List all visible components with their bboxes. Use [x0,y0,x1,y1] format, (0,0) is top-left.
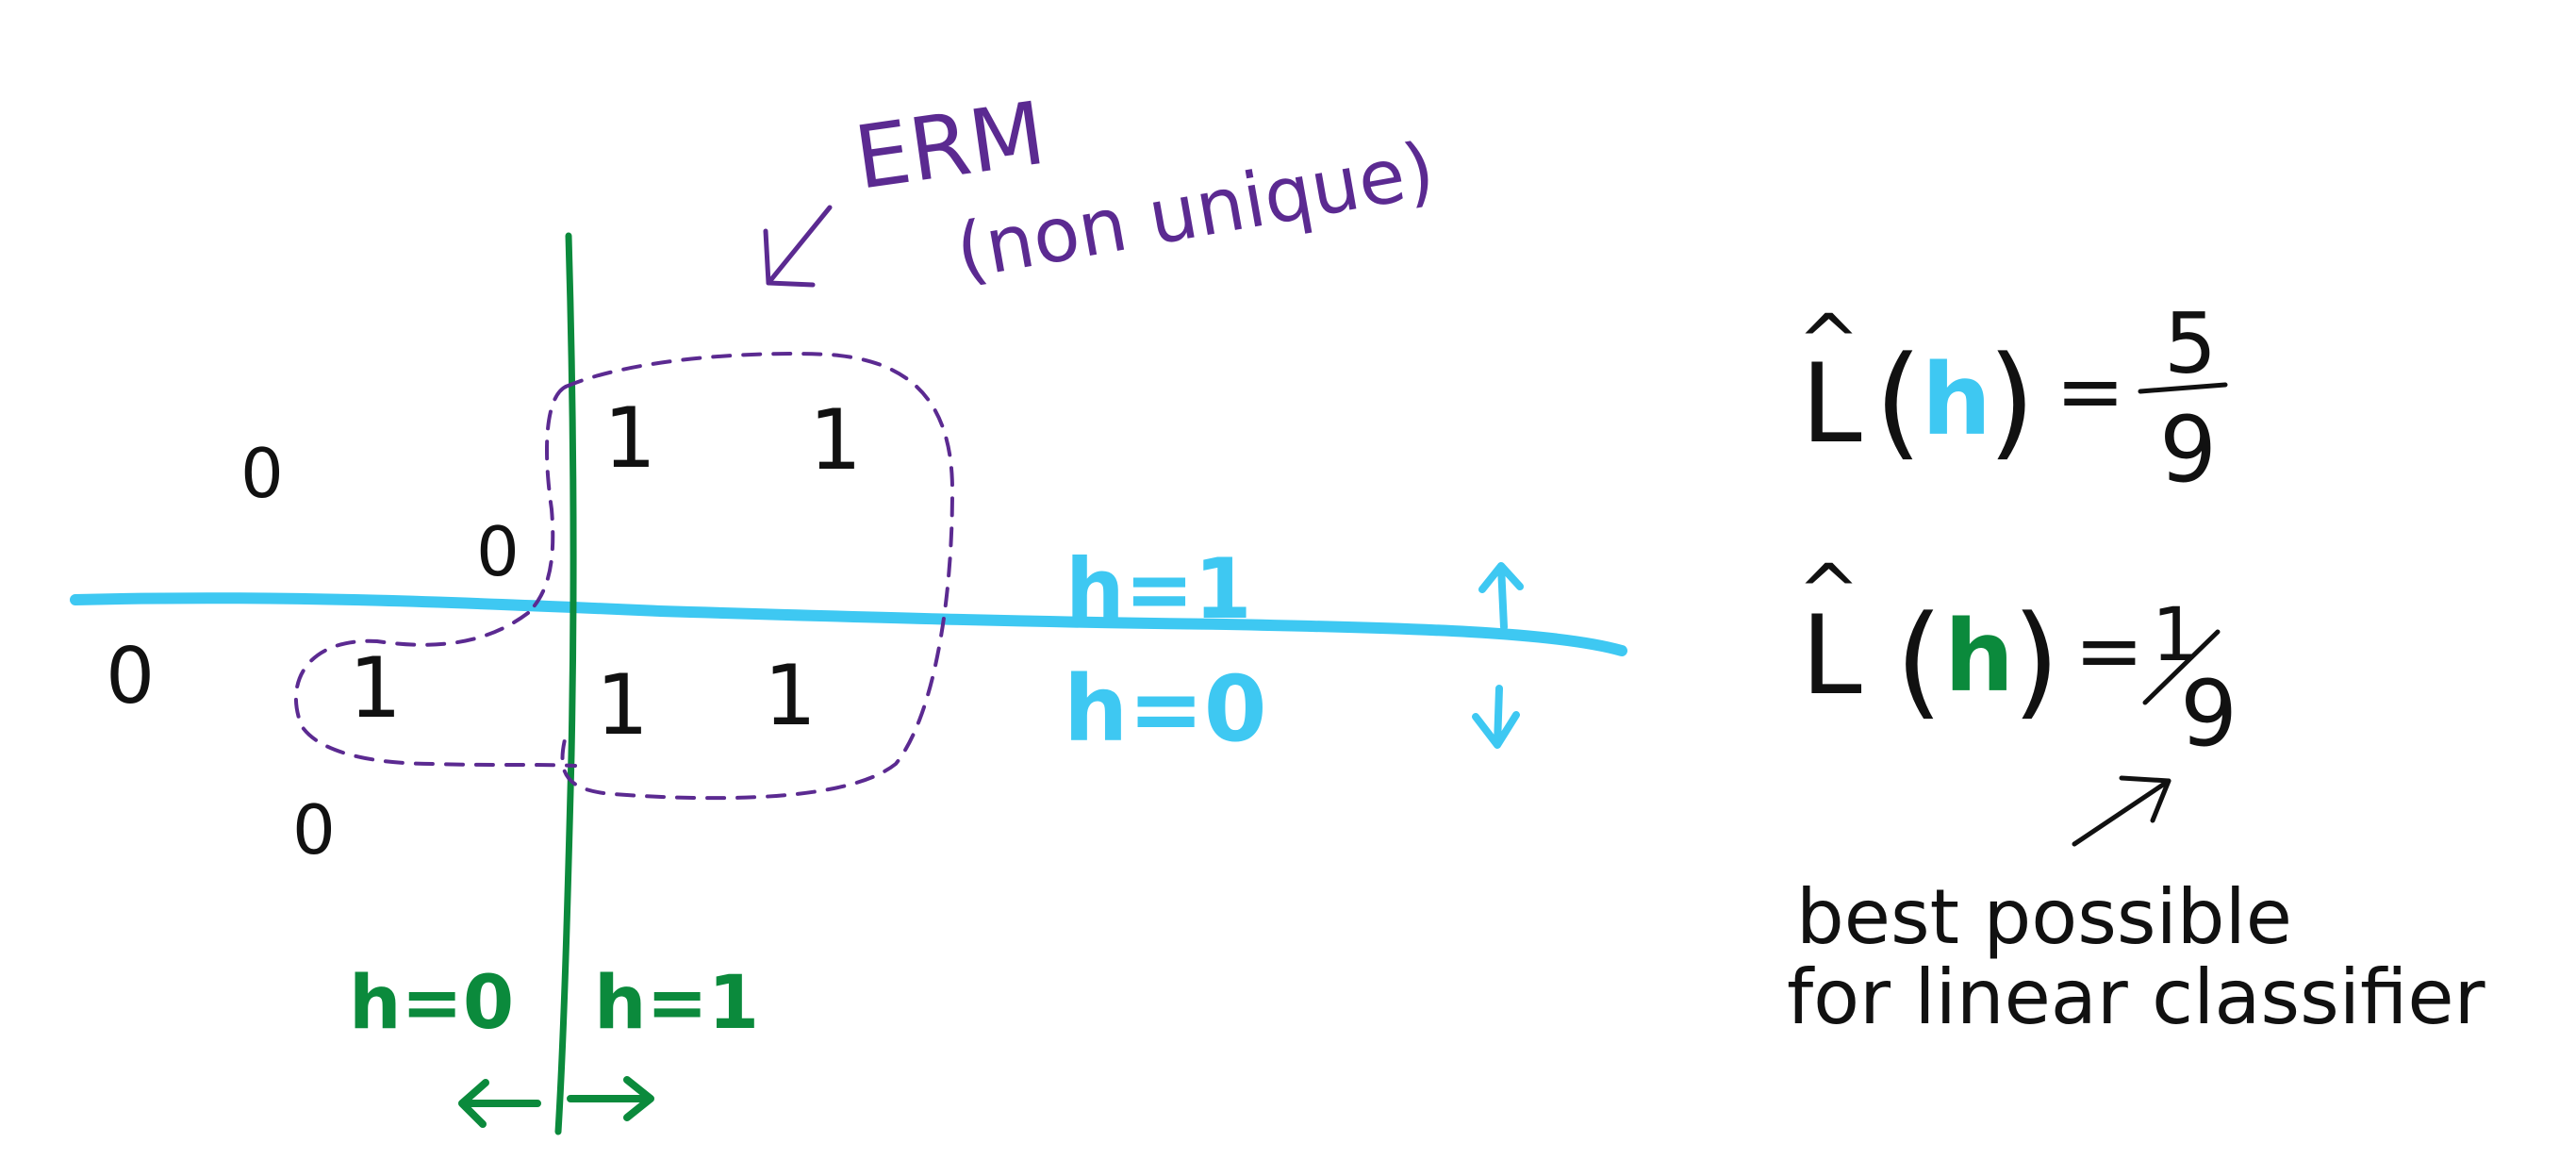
loss-symbol: L [1801,340,1862,468]
green-left-region-label: h=0 [349,961,514,1046]
green-right-arrow [567,1076,654,1121]
close-paren: ) [1988,329,2036,472]
point-label-one: 1 [809,391,862,489]
point-label-one: 1 [596,656,649,754]
loss-hat-symbol: ^ [1797,298,1860,386]
blue-lower-region-label: h=0 [1064,656,1267,762]
fraction-bar [2138,382,2228,394]
point-label-one: 1 [603,389,656,487]
point-label-zero: 0 [476,512,520,591]
best-possible-caption-line2: for linear classifier [1787,953,2485,1041]
erm-label: ERM [849,83,1050,209]
hypothesis-symbol-blue: h [1922,342,1991,457]
point-label-zero: 0 [240,434,284,513]
purple-dashed-region-upper-left [526,385,568,615]
fraction-denominator: 9 [2159,397,2217,503]
best-possible-caption-line1: best possible [1796,873,2292,961]
fraction-numerator: 1 [2152,593,2199,678]
purple-dashed-region-lower [293,611,577,768]
fraction-denominator: 9 [2180,661,2237,767]
green-left-arrow [458,1079,541,1128]
best-possible-arrow [2072,778,2171,847]
green-right-region-label: h=1 [594,961,759,1046]
erm-arrowhead [763,228,816,288]
close-paren: ) [2012,588,2060,732]
equals-sign: = [2074,602,2144,699]
best-possible-arrowhead [2119,775,2171,823]
open-paren: ( [1895,588,1943,732]
open-paren: ( [1874,329,1923,472]
equals-sign: = [2056,342,2125,439]
fraction-numerator: 5 [2164,295,2217,392]
erm-arrow [766,205,833,286]
point-label-one: 1 [349,639,402,737]
blue-up-arrow [1478,562,1524,631]
point-label-zero: 0 [106,632,155,721]
blue-down-arrow [1472,685,1520,749]
loss-hat-symbol: ^ [1797,548,1860,636]
loss-symbol: L [1801,592,1862,720]
empirical-loss-equation-green: ^ L ( h ) = 1 9 [1797,548,2237,767]
empirical-loss-equation-blue: ^ L ( h ) = 5 9 [1797,295,2217,503]
blue-decision-line [70,592,1627,656]
purple-dashed-region-upper [560,352,955,801]
point-label-zero: 0 [292,790,336,870]
green-decision-line [554,232,577,1135]
hypothesis-symbol-green: h [1944,599,2014,714]
fraction-slash [2142,629,2221,705]
point-label-one: 1 [764,647,817,744]
blue-upper-region-label: h=1 [1065,540,1252,638]
